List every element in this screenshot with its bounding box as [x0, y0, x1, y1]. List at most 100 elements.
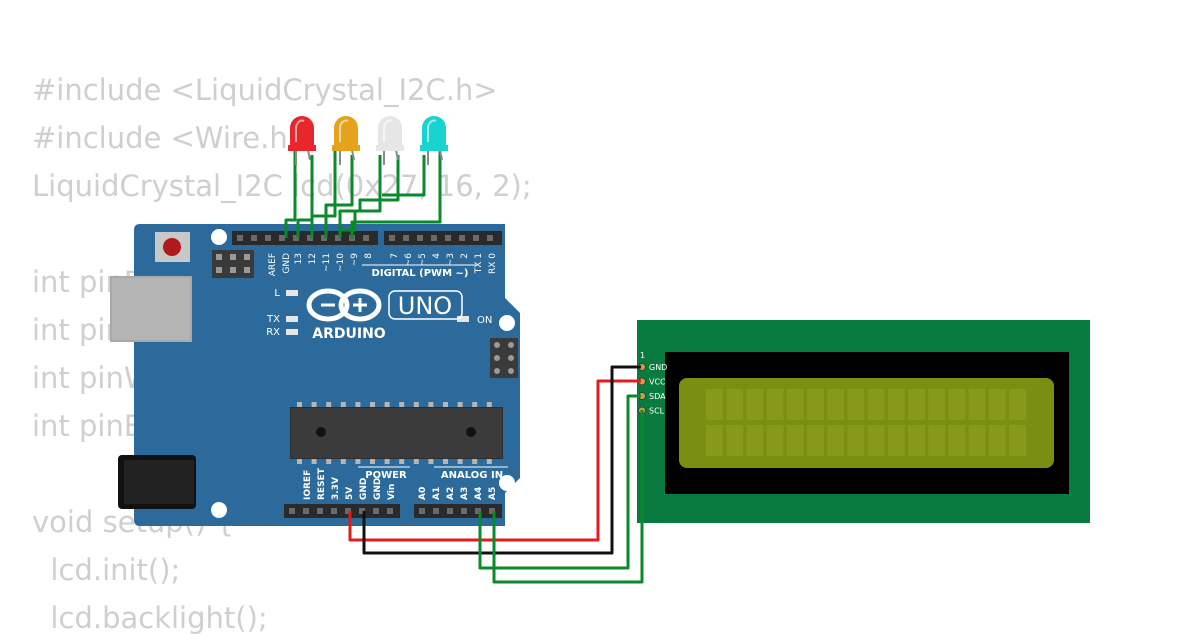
header-hole — [487, 235, 493, 241]
header-hole — [289, 508, 295, 514]
header-hole — [307, 235, 313, 241]
lcd-char-cell — [807, 389, 824, 420]
digital-pin-label: ~9 — [350, 253, 360, 267]
digital-pin-label: 7 — [390, 253, 400, 259]
code-line: lcd.init(); — [32, 553, 181, 587]
digital-pin-label: ~3 — [446, 253, 456, 266]
header-hole — [461, 508, 467, 514]
header-hole — [373, 508, 379, 514]
header-hole — [417, 235, 423, 241]
chip-pin — [384, 459, 390, 464]
wires — [284, 150, 644, 584]
lcd-char-cell — [908, 389, 925, 420]
analog-header — [414, 504, 502, 518]
chip-pin — [457, 459, 463, 464]
wire-cyan — [350, 150, 442, 238]
chip-pin — [326, 459, 332, 464]
digital-pin-label: ~10 — [336, 253, 346, 272]
lcd-char-cell — [766, 425, 784, 456]
led-cyan — [420, 116, 448, 165]
chip-pin — [297, 402, 302, 407]
header-hole — [317, 508, 323, 514]
led-on — [457, 316, 469, 322]
led-rx — [286, 329, 298, 335]
atmega-chip — [290, 407, 503, 459]
header-hole — [473, 235, 479, 241]
header-hole — [489, 508, 495, 514]
lcd-pin-label: GND — [649, 363, 667, 372]
wire-white-2 — [358, 155, 400, 210]
lcd-char-cell — [726, 389, 744, 420]
lcd-char-cell — [908, 425, 925, 456]
digital-pin-label: AREF — [268, 253, 278, 276]
lcd-char-cell — [887, 389, 905, 420]
led-yellow — [332, 116, 360, 165]
chip-pin — [311, 402, 317, 407]
header-hole — [237, 235, 243, 241]
header-hole — [359, 508, 365, 514]
header-hole — [475, 508, 481, 514]
analog-pin-label: A0 — [418, 487, 428, 500]
lcd-char-cell — [746, 389, 764, 420]
led-l-label: L — [274, 288, 280, 299]
reset-button[interactable] — [155, 232, 190, 262]
header-hole — [303, 508, 309, 514]
chip-pin — [326, 402, 332, 407]
digital-pin-label: ~6 — [404, 253, 414, 267]
wire-a5-scl — [492, 410, 644, 584]
digital-pin-label: RX 0 — [488, 253, 498, 274]
lcd-char-cell — [786, 389, 804, 420]
chip-pin — [311, 459, 317, 464]
model-name: UNO — [398, 292, 452, 320]
chip-pin — [340, 402, 346, 407]
wire-pin10-white — [338, 155, 382, 238]
wire-pin13-red — [296, 155, 314, 238]
wire-cyan-2 — [382, 155, 426, 197]
header-hole — [445, 235, 451, 241]
chip-pin — [472, 459, 478, 464]
lcd-char-cell — [1009, 389, 1026, 420]
header-hole — [431, 235, 437, 241]
brand-name: ARDUINO — [312, 326, 386, 342]
lcd-char-cell — [928, 389, 946, 420]
power-pin-label: Vin — [387, 484, 397, 500]
wire-pin12-yellow — [310, 150, 337, 238]
chip-pin — [413, 402, 419, 407]
icsp-header — [212, 250, 254, 278]
header-hole — [265, 235, 271, 241]
power-pin-label: 3.3V — [331, 477, 341, 500]
led-white — [376, 116, 404, 165]
lcd-char-cell — [726, 425, 744, 456]
mount-hole — [211, 229, 227, 245]
chip-pin — [413, 459, 419, 464]
analog-pin-label: A2 — [446, 487, 456, 500]
chip-pin — [486, 402, 492, 407]
lcd-char-cell — [948, 389, 966, 420]
lcd-char-cell — [827, 425, 845, 456]
lcd-char-cell — [827, 389, 845, 420]
wire-gnd-led — [284, 150, 297, 238]
led-rx-label: RX — [266, 327, 280, 338]
power-header-title: POWER — [365, 470, 407, 481]
lcd-char-cell — [948, 425, 966, 456]
wire-white-gnd — [340, 211, 357, 232]
power-pin-label: GND — [359, 478, 369, 500]
header-hole — [279, 235, 285, 241]
code-listing: #include <LiquidCrystal_I2C.h>#include <… — [32, 66, 532, 642]
analog-pin-label: A5 — [488, 487, 498, 500]
lcd-char-cell — [786, 425, 804, 456]
lcd-char-cell — [887, 425, 905, 456]
header-hole — [335, 235, 341, 241]
chip-pin — [399, 402, 405, 407]
lcd-char-cell — [988, 389, 1006, 420]
analog-pin-label: A4 — [474, 487, 484, 500]
lcd-char-cell — [867, 389, 885, 420]
led-group — [288, 116, 448, 165]
chip-pin — [370, 459, 375, 464]
lcd-char-cell — [968, 425, 986, 456]
lcd-pin-label: SDA — [649, 392, 666, 401]
code-line: LiquidCrystal_I2C lcd(0x27, 16, 2); — [32, 169, 532, 203]
lcd-char-cell — [746, 425, 764, 456]
digital-pin-label: TX 1 — [474, 253, 484, 274]
